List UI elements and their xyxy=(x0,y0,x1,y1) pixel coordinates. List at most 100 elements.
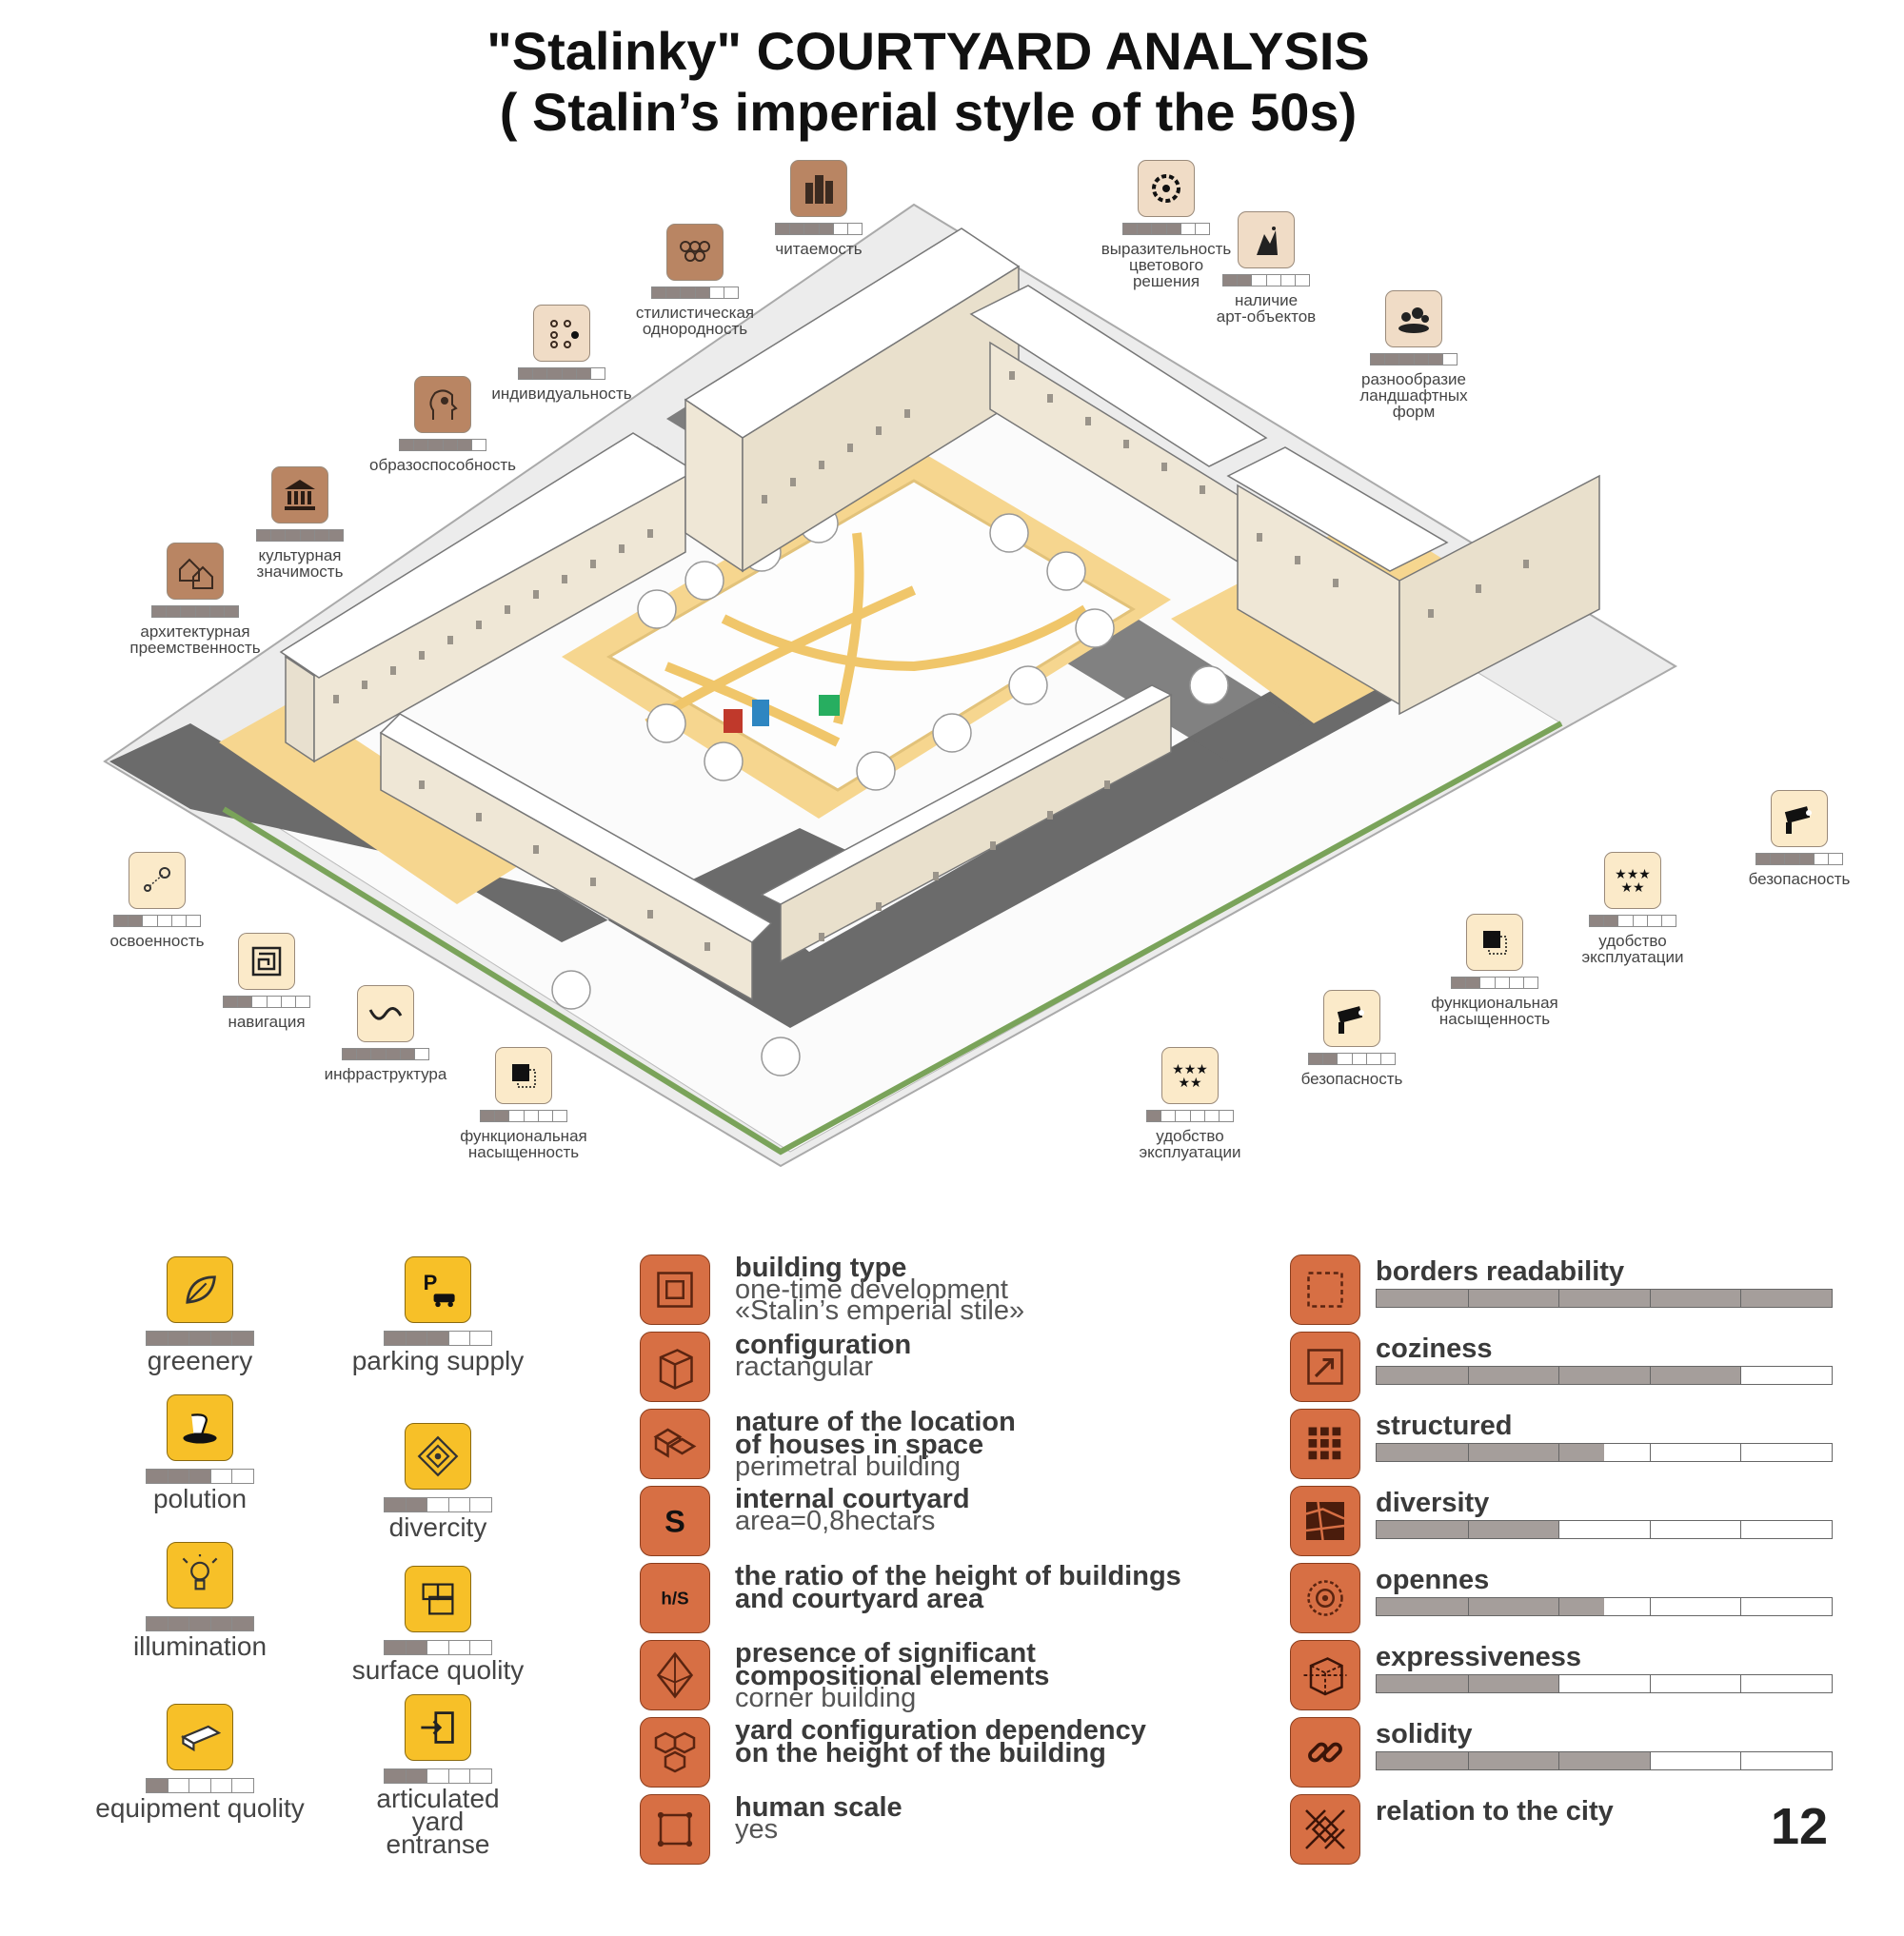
right-parameter: structured xyxy=(1290,1409,1861,1481)
orange-icon-box xyxy=(1290,1640,1360,1710)
callout-icon-box xyxy=(129,852,186,909)
callout-label: разнообразие ландшафтных форм xyxy=(1359,370,1468,421)
yellow-parameter: surface quolity xyxy=(328,1566,547,1684)
iso-callout: стилистическая однородность xyxy=(590,224,800,337)
scale-segment xyxy=(819,224,834,234)
rating-bar-fill xyxy=(1377,1444,1604,1461)
yellow-icon-box xyxy=(405,1423,471,1490)
callout-icon-box xyxy=(414,376,471,433)
callout-scale xyxy=(1308,1053,1396,1065)
scale-segment xyxy=(449,1769,471,1783)
scale-segment xyxy=(562,368,577,379)
callout-label: индивидуальность xyxy=(491,385,632,403)
scale-segment xyxy=(710,287,724,298)
scale-segment xyxy=(1414,354,1429,365)
scale-segment xyxy=(1367,1054,1381,1064)
middle-parameter-title: the ratio of the height of buildings and… xyxy=(735,1561,1181,1614)
yellow-icon-box xyxy=(167,1704,233,1770)
scale-segment xyxy=(414,440,429,450)
bulb-icon xyxy=(182,1554,218,1590)
pattern-icon xyxy=(680,241,710,262)
middle-parameter-title: yard configuration dependency on the hei… xyxy=(735,1715,1146,1768)
iso-callout: освоенность xyxy=(52,852,262,949)
middle-parameter-text: yard configuration dependency on the hei… xyxy=(735,1715,1268,1768)
bar-tick xyxy=(1649,1290,1651,1307)
svg-text:S: S xyxy=(664,1504,685,1538)
scale-segment xyxy=(385,1332,407,1345)
callout-label: архитектурная преемственность xyxy=(129,622,261,657)
scale-segment xyxy=(724,287,738,298)
scale-segment xyxy=(470,1769,491,1783)
page-number: 12 xyxy=(1771,1798,1829,1855)
svg-text:★★★: ★★★ xyxy=(1172,1061,1208,1077)
callout-label: наличие арт-объектов xyxy=(1216,291,1317,326)
bar-tick xyxy=(1558,1675,1560,1692)
tiles-icon xyxy=(422,1583,454,1615)
scale-segment xyxy=(252,997,268,1007)
callout-scale xyxy=(1222,274,1310,286)
scale-segment xyxy=(232,1332,253,1345)
art-object-icon xyxy=(1257,227,1278,255)
scale-segment xyxy=(1323,1054,1339,1064)
scale-segment xyxy=(834,224,848,234)
yellow-scale xyxy=(146,1778,254,1793)
iso-callout: функциональная насыщенность xyxy=(419,1047,628,1160)
yellow-label: greenery xyxy=(147,1346,253,1375)
scale-segment xyxy=(1338,1054,1353,1064)
wave-icon xyxy=(368,1007,403,1020)
mosaic-icon xyxy=(1305,1501,1345,1541)
scale-segment xyxy=(343,1049,358,1059)
scale-segment xyxy=(300,530,315,541)
middle-parameter-value: ractangular xyxy=(735,1352,874,1382)
scale-segment xyxy=(268,997,282,1007)
scale-segment xyxy=(211,1470,233,1483)
rating-bar xyxy=(1376,1751,1833,1770)
scale-segment xyxy=(1428,354,1443,365)
callout-scale xyxy=(1370,353,1458,365)
scale-segment xyxy=(371,1049,387,1059)
parking-icon: P xyxy=(424,1271,455,1308)
callout-icon-box xyxy=(495,1047,552,1104)
middle-parameter-value: perimetral building xyxy=(735,1452,961,1482)
scale-segment xyxy=(147,1332,169,1345)
scale-segment xyxy=(804,224,820,234)
svg-text:h/S: h/S xyxy=(661,1588,688,1608)
scale-segment xyxy=(695,287,710,298)
scale-segment xyxy=(1138,224,1153,234)
rating-bar xyxy=(1376,1520,1833,1539)
scale-segment xyxy=(547,368,563,379)
scale-segment xyxy=(525,1111,539,1121)
orange-icon-box xyxy=(1290,1794,1360,1865)
middle-parameter-text: presence of significant compositional el… xyxy=(735,1640,1268,1713)
scale-segment xyxy=(1205,1111,1220,1121)
yellow-parameter: polution xyxy=(90,1394,309,1512)
middle-parameter-value: corner building xyxy=(735,1683,917,1713)
callout-scale xyxy=(256,529,344,542)
orange-icon-box xyxy=(1290,1563,1360,1633)
scale-segment xyxy=(168,1332,190,1345)
scale-segment xyxy=(449,1498,471,1511)
scale-segment xyxy=(1799,854,1815,864)
scale-segment xyxy=(224,606,239,617)
bar-tick xyxy=(1740,1752,1742,1769)
scale-segment xyxy=(400,1049,415,1059)
iso-callout: разнообразие ландшафтных форм xyxy=(1309,290,1518,420)
scale-segment xyxy=(211,1779,233,1792)
scale-segment xyxy=(443,440,458,450)
callout-scale xyxy=(223,996,310,1008)
middle-parameter: h/S the ratio of the height of buildings … xyxy=(640,1563,1259,1635)
scale-segment xyxy=(427,1641,449,1654)
scale-segment xyxy=(1815,854,1829,864)
iso-callout: функциональная насыщенность xyxy=(1390,914,1599,1027)
yellow-label: divercity xyxy=(388,1512,487,1542)
callout-icon-box xyxy=(1323,990,1380,1047)
rating-bar xyxy=(1376,1674,1833,1693)
title-line-1: "Stalinky" COURTYARD ANALYSIS xyxy=(486,21,1370,81)
bar-tick xyxy=(1558,1290,1560,1307)
orange-icon-box: S xyxy=(640,1486,710,1556)
yellow-parameter: equipment quolity xyxy=(90,1704,309,1822)
landscape-icon xyxy=(1398,307,1429,333)
scale-segment xyxy=(168,1617,190,1630)
